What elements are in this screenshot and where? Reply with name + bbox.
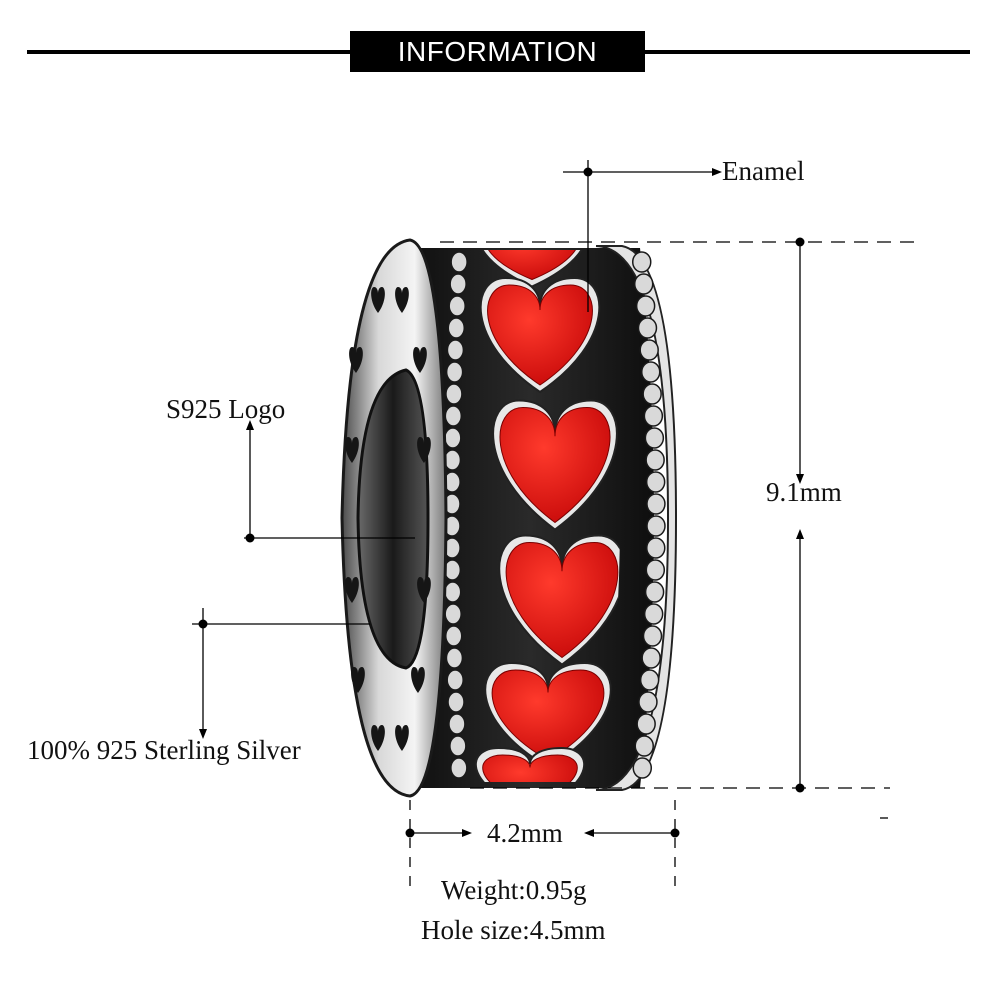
bead (448, 713, 466, 735)
heart-icon (499, 406, 611, 524)
heart-icon (487, 284, 593, 386)
arrow-logo (246, 420, 254, 430)
heart-cutout-icon (413, 347, 427, 373)
bead (444, 427, 462, 449)
heart-cutout-icon (411, 667, 425, 693)
heart-icon (484, 250, 580, 281)
heart-cutout-icon (345, 577, 359, 603)
bead (632, 757, 653, 779)
arrow-height-down (796, 474, 804, 484)
label-s925-logo: S925 Logo (166, 394, 286, 424)
bead (646, 493, 666, 515)
bead (445, 383, 463, 405)
bead (644, 427, 665, 449)
bead (445, 647, 464, 669)
arrow-enamel (712, 168, 722, 176)
bead (450, 251, 468, 273)
bead (646, 515, 666, 537)
label-weight: Weight:0.95g (441, 875, 587, 905)
heart-cutout-icon (351, 667, 365, 693)
header-rule-right (645, 50, 970, 54)
bead (641, 647, 661, 669)
arrow-width-right (462, 829, 472, 837)
bead (636, 713, 656, 735)
bead (448, 295, 466, 317)
bead (447, 317, 466, 339)
bead (641, 361, 661, 383)
bead (633, 273, 654, 295)
charm-side-face (340, 238, 448, 798)
heart-icon (482, 754, 578, 782)
right-bead-ring (595, 245, 678, 791)
bead (639, 669, 660, 691)
arrow-height-up (796, 529, 804, 539)
heart-cutout-icon (417, 577, 431, 603)
bead (639, 339, 659, 361)
bead (643, 603, 664, 625)
bead (643, 405, 664, 427)
bead (638, 691, 658, 713)
bead (637, 317, 658, 339)
bead (447, 691, 465, 713)
bead (446, 669, 464, 691)
label-hole-size: Hole size:4.5mm (421, 915, 606, 945)
heart-cutout-icon (345, 437, 359, 463)
bead (644, 581, 665, 603)
arrowheads (199, 168, 804, 837)
heart-cutout-icon (371, 725, 385, 751)
heart-cutout-icon (417, 437, 431, 463)
bead (445, 361, 464, 383)
label-width: 4.2mm (487, 818, 563, 848)
bead (631, 251, 652, 273)
heart-cutout-icon (395, 725, 409, 751)
label-sterling-silver: 100% 925 Sterling Silver (27, 735, 301, 765)
bead (642, 383, 662, 405)
arrow-silver (199, 729, 207, 739)
heart-cutout-icon (349, 347, 363, 373)
header-title: INFORMATION (350, 31, 645, 72)
bead (450, 757, 468, 779)
bead (444, 405, 463, 427)
arrow-width-left (584, 829, 594, 837)
bead (444, 603, 462, 625)
label-height: 9.1mm (766, 477, 842, 507)
header-rule-left (27, 50, 350, 54)
bead (449, 273, 467, 295)
bead (443, 581, 462, 603)
heart-cutout-icon (395, 287, 409, 313)
dimension-lines (192, 160, 915, 888)
label-enamel: Enamel (722, 156, 805, 186)
bead (645, 559, 666, 581)
bead (446, 339, 465, 361)
charm-body (406, 248, 654, 788)
heart-cutout-icon (371, 287, 385, 313)
heart-icon (491, 669, 605, 761)
bead (635, 295, 656, 317)
bead (642, 625, 663, 647)
bead (645, 449, 665, 471)
bead (646, 537, 666, 559)
leader-dots (198, 167, 805, 838)
heart-icon (505, 541, 619, 659)
bead (449, 735, 467, 757)
bead (443, 449, 462, 471)
enamel-hearts (474, 250, 620, 782)
bead (634, 735, 654, 757)
left-bead-ring (443, 251, 468, 779)
bead (444, 625, 463, 647)
bead (645, 471, 666, 493)
